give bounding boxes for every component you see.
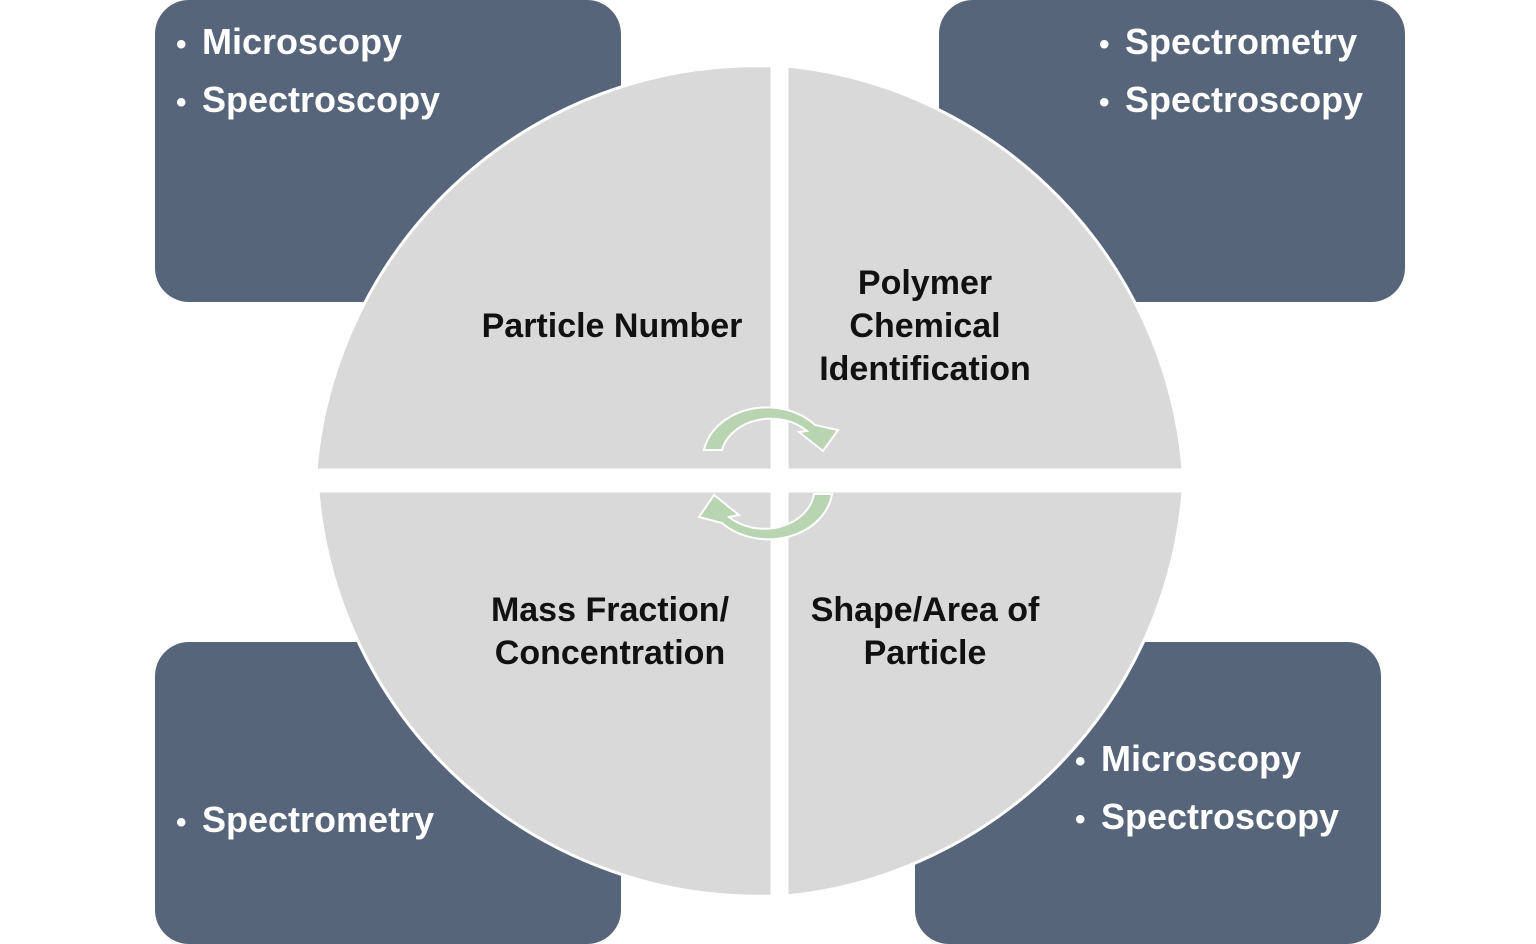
quadrant-label-top-right: Polymer Chemical Identification [775,262,1075,391]
method-list-bottom-left: Spectrometry [176,792,434,850]
method-item: Microscopy [1075,731,1339,789]
method-item: Spectroscopy [1099,72,1363,130]
label-line: Shape/Area of [810,591,1040,629]
method-item: Spectrometry [1099,14,1363,72]
label-line: Particle [863,634,987,672]
method-item: Spectroscopy [176,72,440,130]
quadrant-top-right [785,64,1185,472]
label-line: Chemical [849,307,1001,345]
method-list-top-left: Microscopy Spectroscopy [176,14,440,130]
method-list-top-right: Spectrometry Spectroscopy [1099,14,1363,130]
label-line: Identification [819,350,1031,388]
cycle-arrows-icon [697,406,840,541]
method-item: Spectrometry [176,792,434,850]
quadrant-top-left [314,64,774,472]
label-line: Concentration [494,634,726,672]
label-line: Polymer [857,264,993,302]
quadrant-bottom-right [785,489,1185,898]
label-line: Mass Fraction/ [490,591,730,629]
label-line: Particle Number [481,307,743,345]
quadrant-label-top-left: Particle Number [462,305,762,348]
cycle-arrow-bottom-icon [697,493,834,541]
method-item: Spectroscopy [1075,789,1339,847]
quadrant-label-bottom-right: Shape/Area of Particle [775,589,1075,675]
cycle-arrow-top-icon [702,406,840,453]
quadrant-label-bottom-left: Mass Fraction/ Concentration [460,589,760,675]
method-item: Microscopy [176,14,440,72]
quadrant-bottom-left [316,489,774,898]
method-list-bottom-right: Microscopy Spectroscopy [1075,731,1339,847]
